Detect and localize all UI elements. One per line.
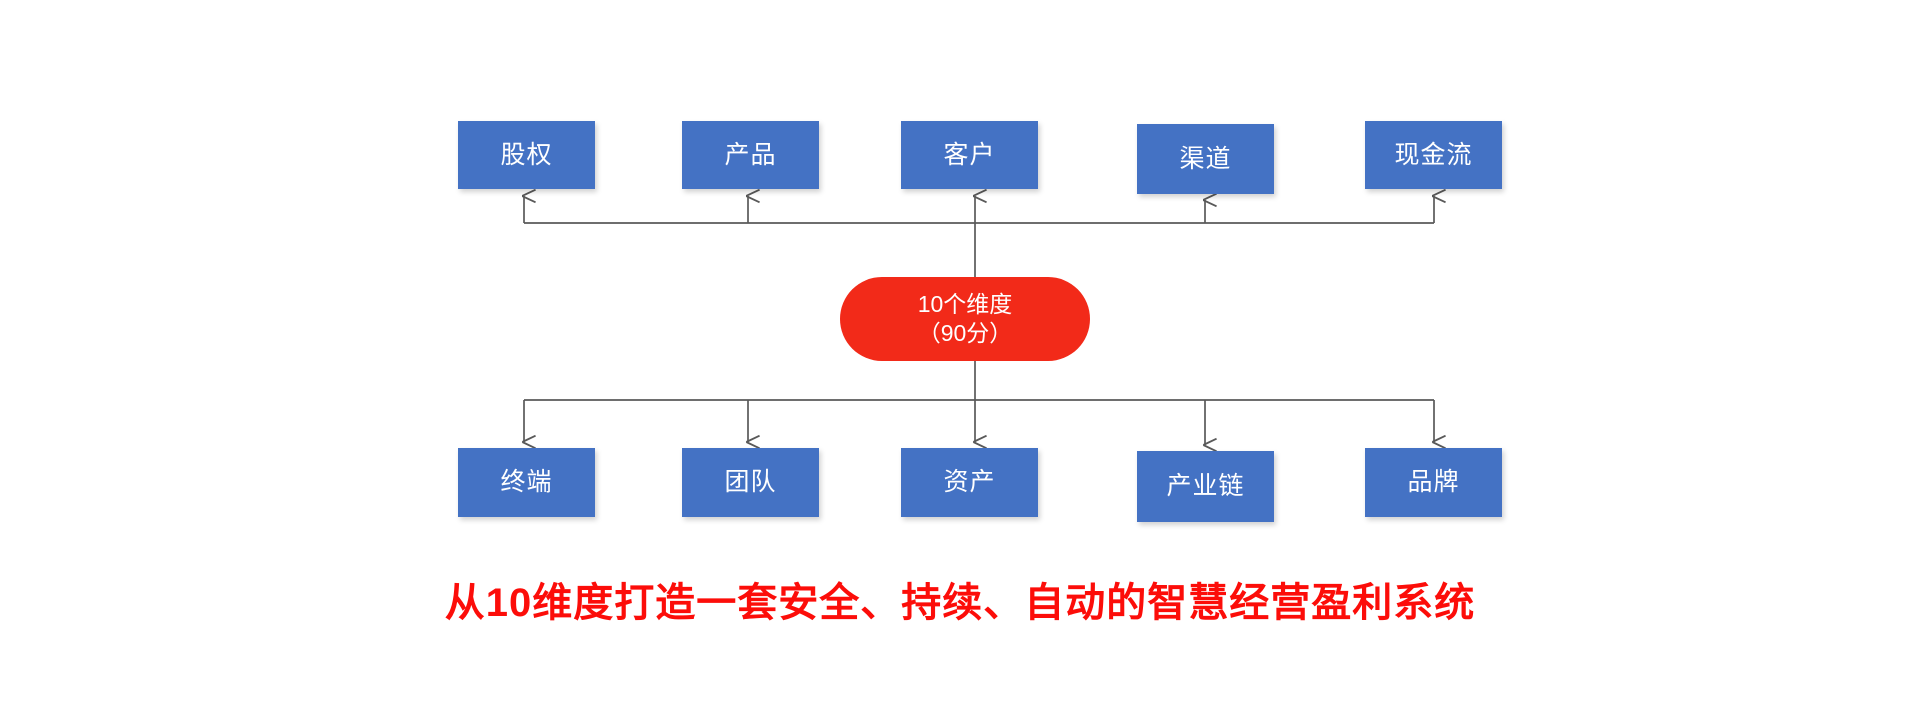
center-node[interactable]: 10个维度 （90分）: [840, 277, 1090, 361]
node-top-1[interactable]: 股权: [458, 121, 595, 189]
node-bottom-2[interactable]: 团队: [682, 448, 819, 517]
node-top-5[interactable]: 现金流: [1365, 121, 1502, 189]
node-bottom-4[interactable]: 产业链: [1137, 451, 1274, 522]
node-top-2[interactable]: 产品: [682, 121, 819, 189]
node-bottom-1[interactable]: 终端: [458, 448, 595, 517]
node-top-4[interactable]: 渠道: [1137, 124, 1274, 194]
center-node-line2: （90分）: [917, 320, 1013, 346]
node-bottom-3[interactable]: 资产: [901, 448, 1038, 517]
node-bottom-5[interactable]: 品牌: [1365, 448, 1502, 517]
center-node-line1: 10个维度: [917, 291, 1013, 318]
caption-text: 从10维度打造一套安全、持续、自动的智慧经营盈利系统: [444, 581, 1476, 625]
node-top-3[interactable]: 客户: [901, 121, 1038, 189]
